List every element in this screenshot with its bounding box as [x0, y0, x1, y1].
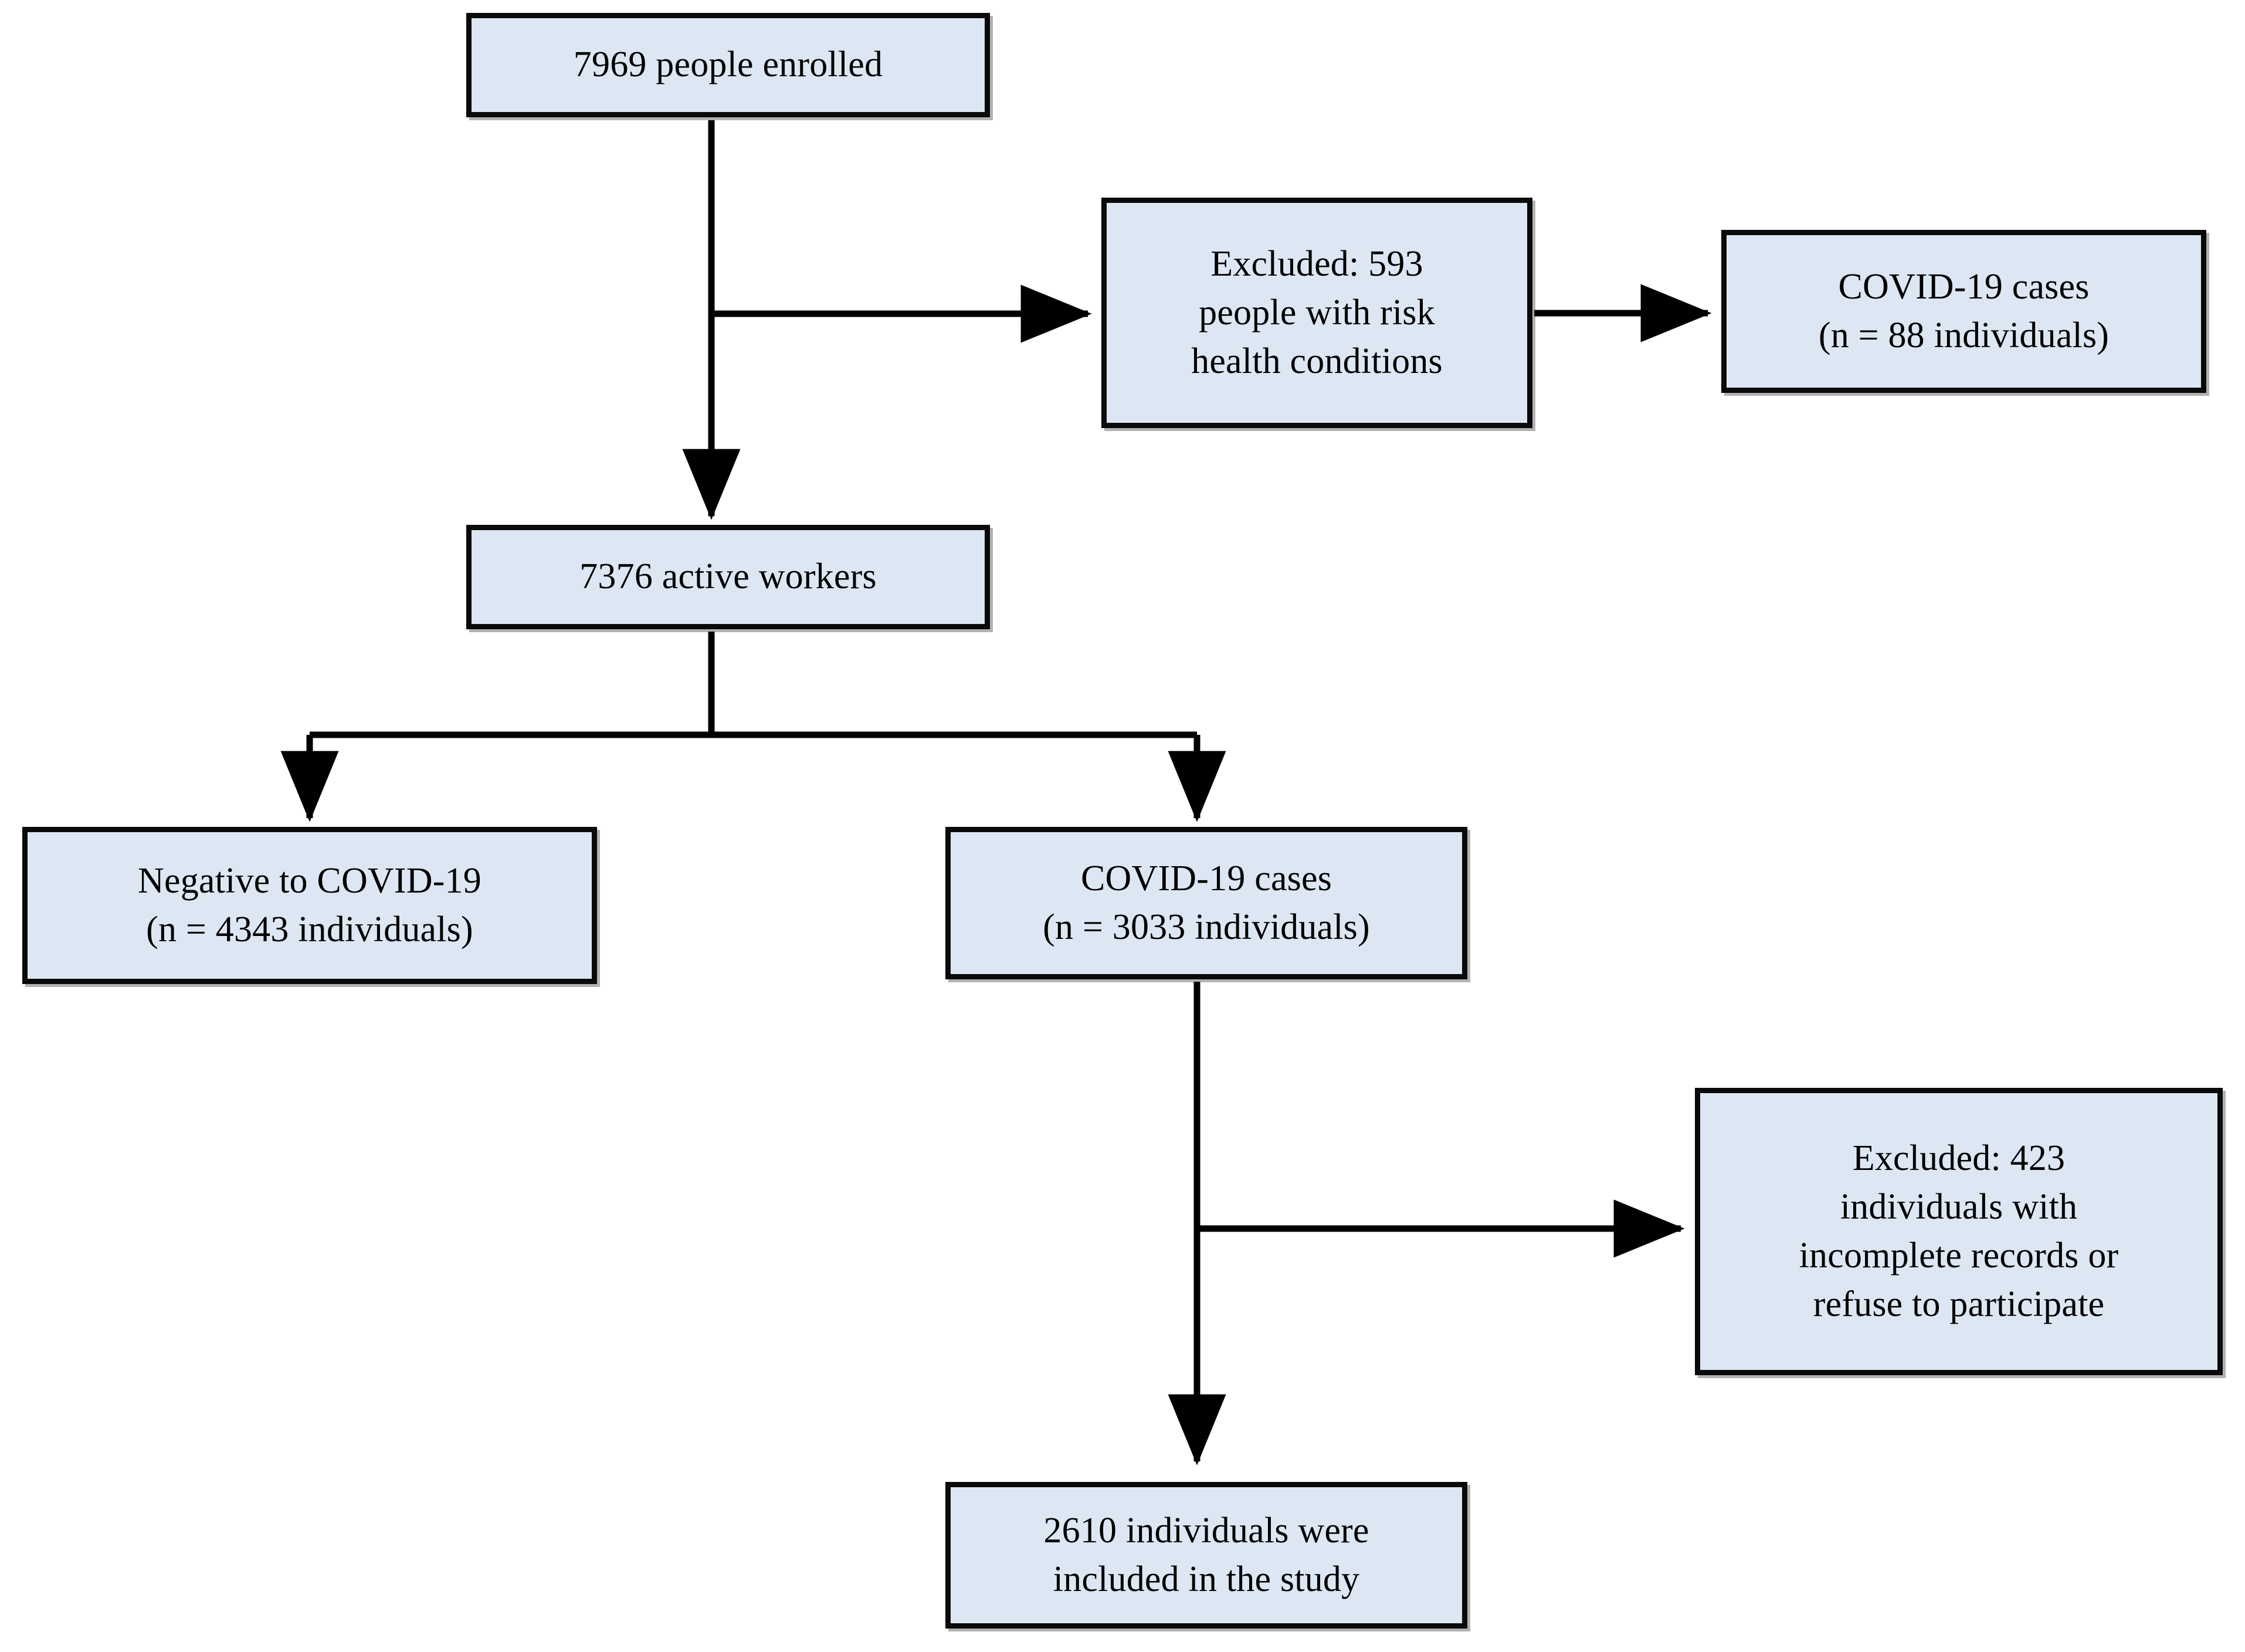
node-excluded-risk-label: Excluded: 593 people with risk health co… — [1191, 243, 1443, 382]
node-excluded-incomplete-label: Excluded: 423 individuals with incomplet… — [1799, 1138, 2119, 1325]
node-negative-covid-label: Negative to COVID-19 (n = 4343 individua… — [138, 860, 481, 949]
node-covid-cases-risk-group-label: COVID-19 cases (n = 88 individuals) — [1818, 266, 2110, 355]
node-covid-cases[interactable]: COVID-19 cases (n = 3033 individuals) — [945, 827, 1467, 979]
node-negative-covid[interactable]: Negative to COVID-19 (n = 4343 individua… — [22, 827, 597, 984]
node-excluded-incomplete[interactable]: Excluded: 423 individuals with incomplet… — [1695, 1088, 2223, 1375]
node-active-workers-label: 7376 active workers — [579, 557, 877, 597]
node-included-in-study[interactable]: 2610 individuals were included in the st… — [945, 1482, 1467, 1629]
node-enrolled[interactable]: 7969 people enrolled — [466, 13, 990, 117]
node-included-in-study-label: 2610 individuals were included in the st… — [1043, 1510, 1369, 1599]
node-excluded-risk[interactable]: Excluded: 593 people with risk health co… — [1101, 198, 1532, 428]
node-covid-cases-risk-group[interactable]: COVID-19 cases (n = 88 individuals) — [1721, 230, 2206, 393]
node-covid-cases-label: COVID-19 cases (n = 3033 individuals) — [1043, 858, 1370, 947]
node-active-workers[interactable]: 7376 active workers — [466, 525, 990, 629]
node-enrolled-label: 7969 people enrolled — [573, 45, 883, 85]
